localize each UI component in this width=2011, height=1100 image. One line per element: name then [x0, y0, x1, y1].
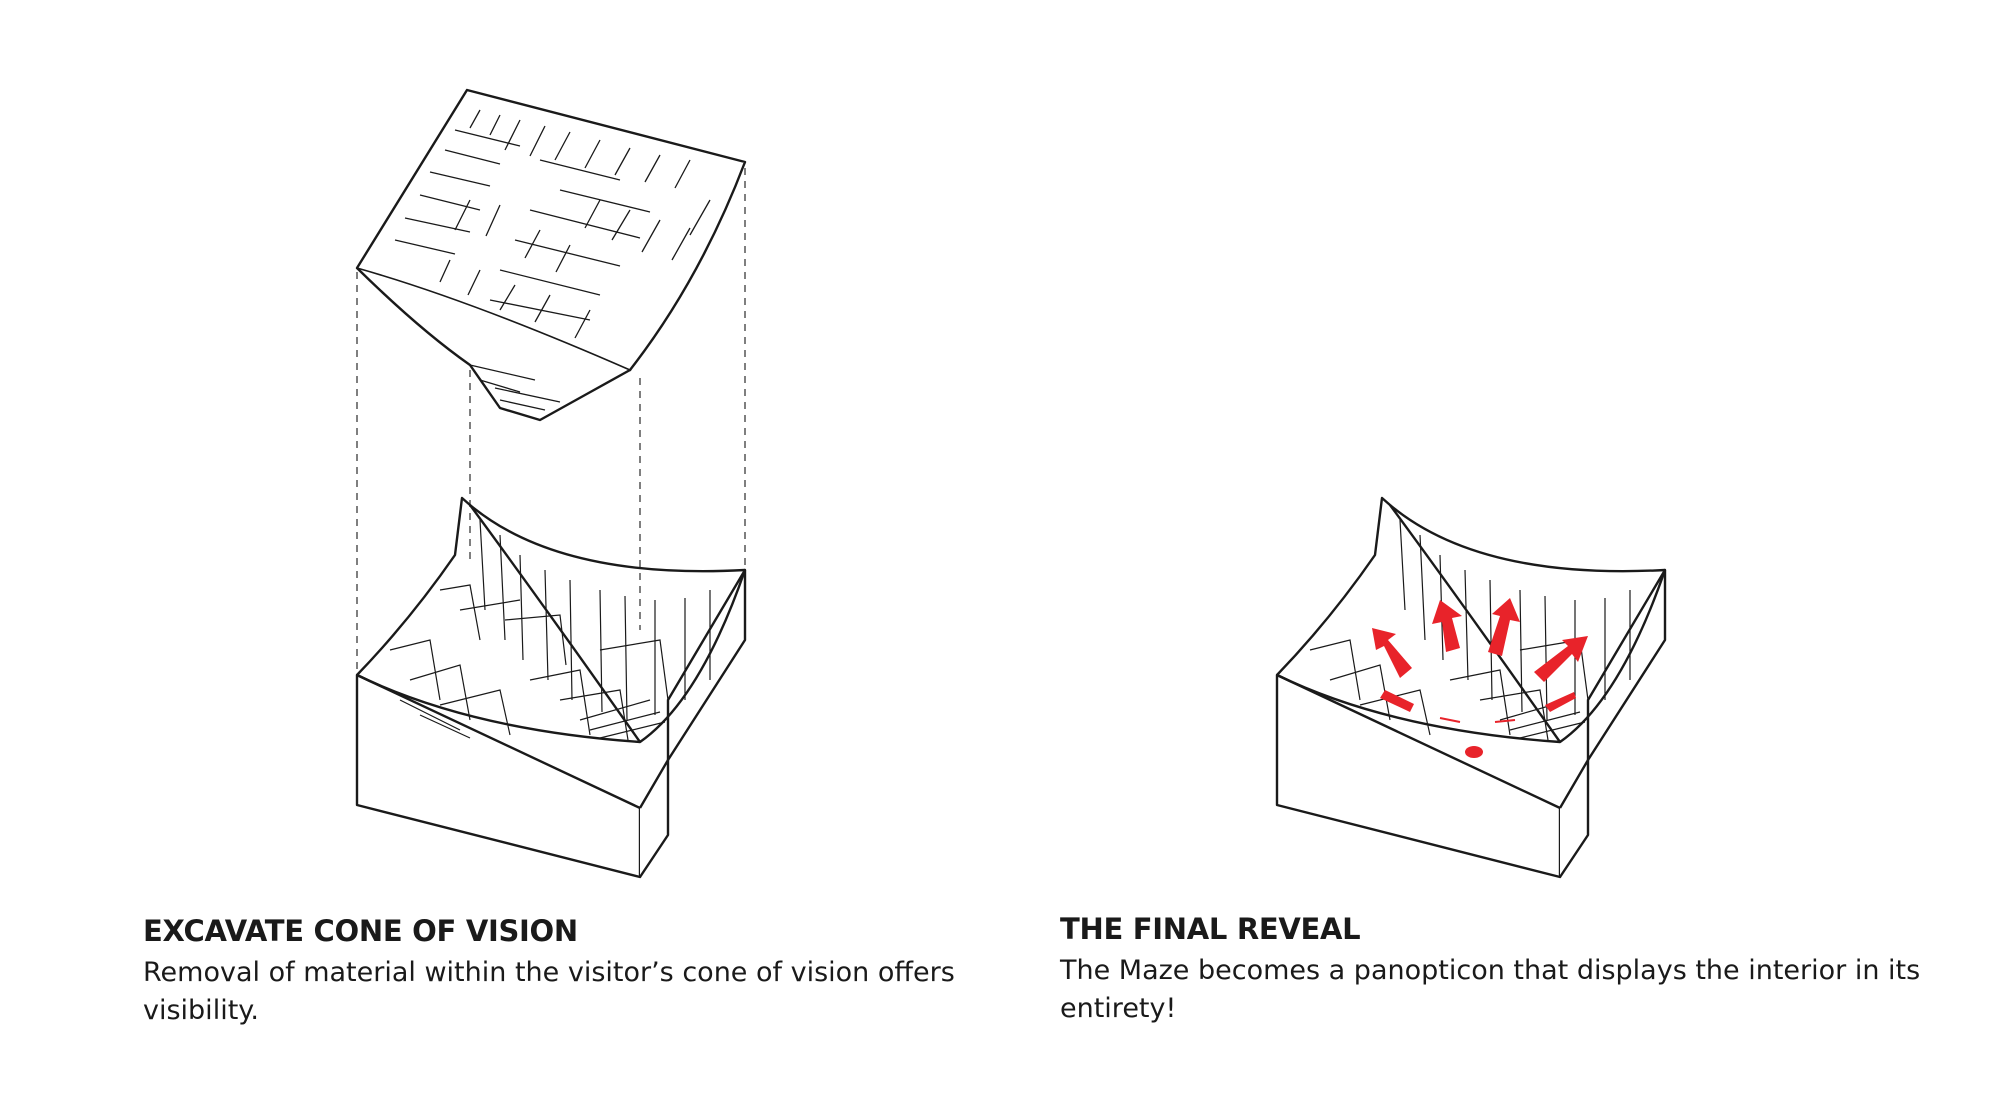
arrow-up	[1488, 598, 1520, 656]
projection-lines	[356, 168, 746, 675]
arrow-up-left	[1372, 628, 1412, 678]
arrow-right	[1545, 692, 1576, 712]
caption-right: THE FINAL REVEAL The Maze becomes a pano…	[1060, 912, 1940, 1028]
carved-block-left	[355, 496, 747, 879]
caption-right-body: The Maze becomes a panopticon that displ…	[1060, 955, 1921, 1024]
final-reveal-block	[1275, 496, 1667, 879]
caption-right-title: THE FINAL REVEAL	[1060, 912, 1361, 946]
caption-left-body: Removal of material within the visitor’s…	[143, 957, 955, 1026]
viewer-dot	[1465, 746, 1483, 758]
excavated-cone-piece	[355, 88, 747, 422]
maze-walls-bottom-left	[389, 519, 711, 741]
dash-marks	[1439, 717, 1516, 723]
arrow-up-right	[1534, 636, 1588, 682]
caption-left: EXCAVATE CONE OF VISION Removal of mater…	[143, 914, 1023, 1030]
arrow-left	[1380, 690, 1414, 712]
caption-left-title: EXCAVATE CONE OF VISION	[143, 914, 578, 948]
arrow-up-left-2	[1432, 600, 1462, 652]
maze-walls-top	[394, 109, 711, 411]
visibility-arrows	[1372, 598, 1588, 758]
